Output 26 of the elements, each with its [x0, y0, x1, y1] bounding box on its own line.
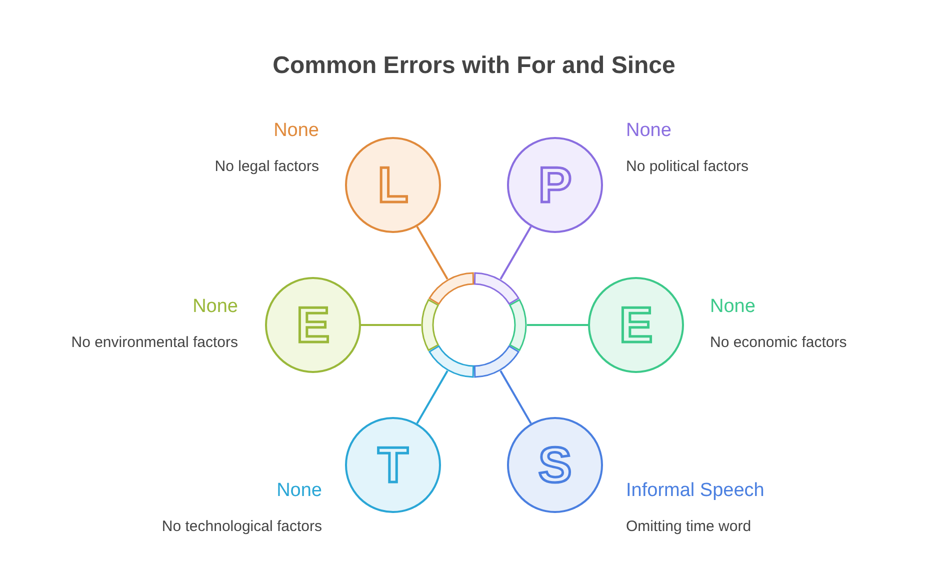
description-text: No technological factors [162, 518, 322, 535]
category-heading: None [192, 296, 238, 318]
letter-text: E [619, 300, 653, 350]
category-heading: None [274, 120, 319, 142]
description-text: No economic factors [710, 334, 847, 351]
letter-text: P [538, 160, 572, 210]
letter-text: S [538, 440, 572, 490]
connector-line [527, 324, 588, 326]
description-text: Omitting time word [626, 518, 752, 535]
title: Common Errors with For and Since [272, 52, 676, 80]
connector-line [500, 226, 532, 280]
connector-line [361, 324, 421, 326]
connector-line [416, 226, 448, 280]
letter-text: L [378, 160, 408, 210]
connector-line [416, 370, 448, 424]
category-heading: None [626, 120, 672, 142]
letter-text: E [296, 300, 330, 350]
letter-text: T [378, 440, 408, 490]
category-heading: Informal Speech [626, 480, 764, 502]
category-heading: None [276, 480, 322, 502]
description-text: No political factors [626, 158, 749, 175]
category-heading: None [710, 296, 756, 318]
connector-line [500, 370, 532, 424]
description-text: No environmental factors [71, 334, 238, 351]
hub-ring [421, 272, 527, 378]
description-text: No legal factors [214, 158, 319, 175]
